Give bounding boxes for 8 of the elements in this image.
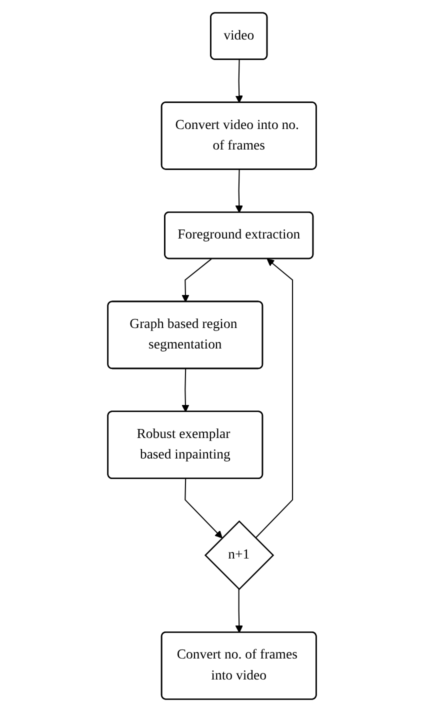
- arrow: [236, 60, 244, 103]
- arrow: [182, 368, 190, 412]
- arrow: [185, 478, 223, 538]
- arrow: [256, 258, 294, 538]
- node-diamond: n+1: [204, 520, 275, 590]
- arrow: [182, 258, 212, 302]
- arrow: [236, 589, 244, 633]
- arrow: [236, 170, 244, 213]
